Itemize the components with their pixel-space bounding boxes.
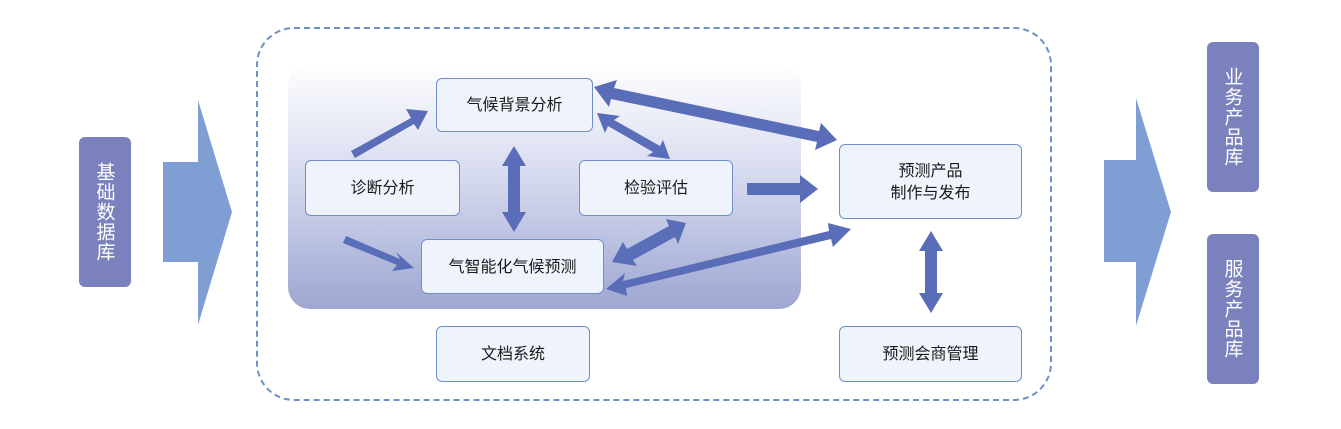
flow-arrow-group: [343, 80, 943, 313]
climate-background-analysis-node: 气候背景分析: [436, 78, 593, 132]
verification-assessment-node: 检验评估: [579, 160, 733, 216]
background-forecast-vertical-arrow: [502, 146, 526, 232]
diag-to-background-arrow: [351, 109, 428, 158]
smart-climate-forecast-node: 气智能化气候预测: [421, 239, 604, 294]
verify-to-product-arrow: [747, 175, 818, 203]
output-big-arrow: [1104, 98, 1171, 326]
verify-forecast-arrow: [612, 219, 686, 266]
product-forecast-arrow: [606, 223, 851, 296]
business-product-library-box: 业务产品库: [1207, 42, 1259, 192]
background-product-arrow: [594, 80, 837, 150]
platform-dashed-frame: [256, 27, 1052, 401]
product-node-line1: 预测产品: [898, 160, 963, 180]
product-consult-vertical-arrow: [919, 231, 943, 313]
basic-database-box: 基础数据库: [79, 137, 131, 287]
diagnosis-analysis-node: 诊断分析: [305, 160, 460, 216]
input-big-arrow: [163, 100, 232, 325]
product-node-line2: 制作与发布: [890, 182, 971, 202]
service-product-library-box: 服务产品库: [1207, 234, 1259, 384]
diag-to-forecast-arrow: [343, 236, 414, 271]
forecast-consultation-node: 预测会商管理: [839, 326, 1022, 382]
background-verify-arrow: [597, 113, 670, 159]
document-system-node: 文档系统: [436, 326, 590, 382]
forecast-product-release-node: 预测产品 制作与发布: [839, 144, 1022, 219]
